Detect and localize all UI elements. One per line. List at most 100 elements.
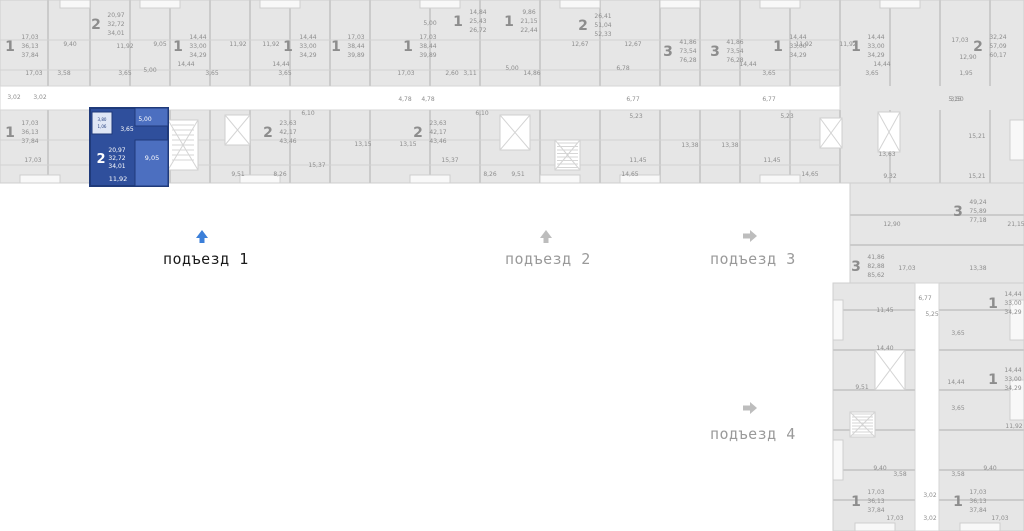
apartment-a6-area: 38,44 (419, 43, 436, 50)
room-area-label-44: 6,77 (626, 96, 640, 103)
apartment-a7-area: 25,43 (469, 18, 486, 25)
room-area-label-57: 5,15 (948, 96, 962, 103)
apartment-a14-area: 57,09 (989, 43, 1006, 50)
apartment-a16-total: 43,46 (279, 138, 296, 145)
entrance-3-label[interactable]: подъезд 3 (710, 250, 796, 268)
balcony-3 (419, 0, 461, 9)
room-area-label-18: 4,78 (398, 96, 412, 103)
apartment-a12-area: 33,00 (789, 43, 806, 50)
room-area-label-12: 14,44 (177, 61, 194, 68)
core-diag2-1 (224, 114, 251, 146)
room-area-label-29: 3,65 (762, 70, 776, 77)
apartment-a13-living: 14,44 (867, 34, 884, 41)
apartment-a18-rooms: 3 (953, 204, 963, 220)
room-area-label-22: 14,86 (523, 70, 540, 77)
room-area-label-7: 3,02 (33, 94, 47, 101)
room-area-label-19: 2,60 (445, 70, 459, 77)
apartment-a22-total: 37,84 (867, 507, 884, 514)
apartment-a10-total: 76,28 (679, 57, 696, 64)
apartment-a5-total: 39,89 (347, 52, 364, 59)
apartment-a5-area: 38,44 (347, 43, 364, 50)
apartment-a15-living: 17,03 (21, 120, 38, 127)
room-area-label-52: 13,38 (721, 142, 738, 149)
room-area-label-28: 11,92 (839, 41, 856, 48)
room-area-label-55: 11,45 (763, 157, 780, 164)
room-area-label-60: 13,63 (878, 151, 895, 158)
room-area-label-3: 5,00 (143, 67, 157, 74)
apartment-a4-living: 14,44 (299, 34, 316, 41)
core-diag2-7 (849, 411, 876, 438)
balcony-7 (879, 0, 921, 9)
apartment-a11-rooms: 3 (710, 44, 720, 60)
highlighted-hall (134, 107, 169, 127)
core-diag2-5 (819, 117, 843, 149)
apartment-a18-area: 75,89 (969, 208, 986, 215)
apartment-a9-living: 26,41 (594, 13, 611, 20)
apartment-a2-rooms: 2 (91, 17, 101, 33)
balcony-5 (659, 0, 701, 9)
apartment-a11-total: 76,28 (726, 57, 743, 64)
apartment-a7-rooms: 1 (453, 14, 463, 30)
room-area-label-27: 11,92 (795, 41, 812, 48)
room-area-label-36: 6,10 (301, 110, 315, 117)
highlighted-total-area: 34,01 (108, 163, 125, 170)
room-area-label-72: 14,44 (947, 379, 964, 386)
apartment-a4-total: 34,29 (299, 52, 316, 59)
room-area-label-8: 17,03 (25, 70, 42, 77)
room-area-label-80: 3,02 (923, 515, 937, 522)
balcony-14 (759, 174, 801, 184)
room-area-label-16: 17,03 (397, 70, 414, 77)
apartment-a19-living: 41,86 (867, 254, 884, 261)
corridor-lower (914, 282, 940, 531)
room-area-label-78: 9,40 (983, 465, 997, 472)
balcony-13 (619, 174, 661, 184)
room-area-label-41: 4,78 (421, 96, 435, 103)
core-diag2-4 (877, 111, 901, 153)
apartment-a4-area: 33,00 (299, 43, 316, 50)
apartment-a17-total: 43,46 (429, 138, 446, 145)
room-area-label-34: 17,03 (951, 37, 968, 44)
room-area-label-31: 3,65 (865, 70, 879, 77)
entrance-1-label[interactable]: подъезд 1 (163, 250, 249, 268)
highlighted-area-2: 32,72 (108, 155, 125, 162)
apartment-a3-total: 34,29 (189, 52, 206, 59)
room-area-label-74: 11,92 (1005, 423, 1022, 430)
apartment-a8-rooms: 1 (504, 14, 514, 30)
apartment-a1-area: 36,13 (21, 43, 38, 50)
room-area-label-42: 13,15 (399, 141, 416, 148)
room-area-label-75: 9,40 (873, 465, 887, 472)
apartment-a2-area: 32,72 (107, 21, 124, 28)
apartment-a14-living: 32,24 (989, 34, 1006, 41)
apartment-a18-living: 49,24 (969, 199, 986, 206)
apartment-a16-rooms: 2 (263, 125, 273, 141)
room-area-label-10: 11,92 (229, 41, 246, 48)
apartment-a6-total: 39,89 (419, 52, 436, 59)
balcony-4 (559, 0, 601, 9)
balcony-8 (19, 174, 61, 184)
highlighted-room-bath: 3,80 (98, 117, 107, 122)
apartment-a21-area: 33,00 (1004, 376, 1021, 383)
apartment-a10-area: 73,54 (679, 48, 696, 55)
apartment-a13-total: 34,29 (867, 52, 884, 59)
apartment-a23-living: 17,03 (969, 489, 986, 496)
room-area-label-5: 3,58 (57, 70, 71, 77)
corridor-upper (0, 85, 841, 111)
room-area-label-48: 15,37 (441, 157, 458, 164)
apartment-a2-total: 34,01 (107, 30, 124, 37)
apartment-a8-area: 21,15 (520, 18, 537, 25)
apartment-a8-living: 9,86 (522, 9, 536, 16)
apartment-a17-rooms: 2 (413, 125, 423, 141)
balcony-21 (959, 522, 1001, 531)
room-area-label-82: 17,03 (991, 515, 1008, 522)
room-area-label-63: 21,15 (1007, 221, 1024, 228)
entrance-4-label[interactable]: подъезд 4 (710, 425, 796, 443)
room-area-label-32: 12,90 (959, 54, 976, 61)
apartment-a1-total: 37,84 (21, 52, 38, 59)
apartment-a15-rooms: 1 (5, 125, 15, 141)
entrance-2-label[interactable]: подъезд 2 (505, 250, 591, 268)
apartment-a3-area: 33,00 (189, 43, 206, 50)
entrance-4-arrow-icon (743, 402, 757, 414)
room-area-label-21: 5,00 (505, 65, 519, 72)
